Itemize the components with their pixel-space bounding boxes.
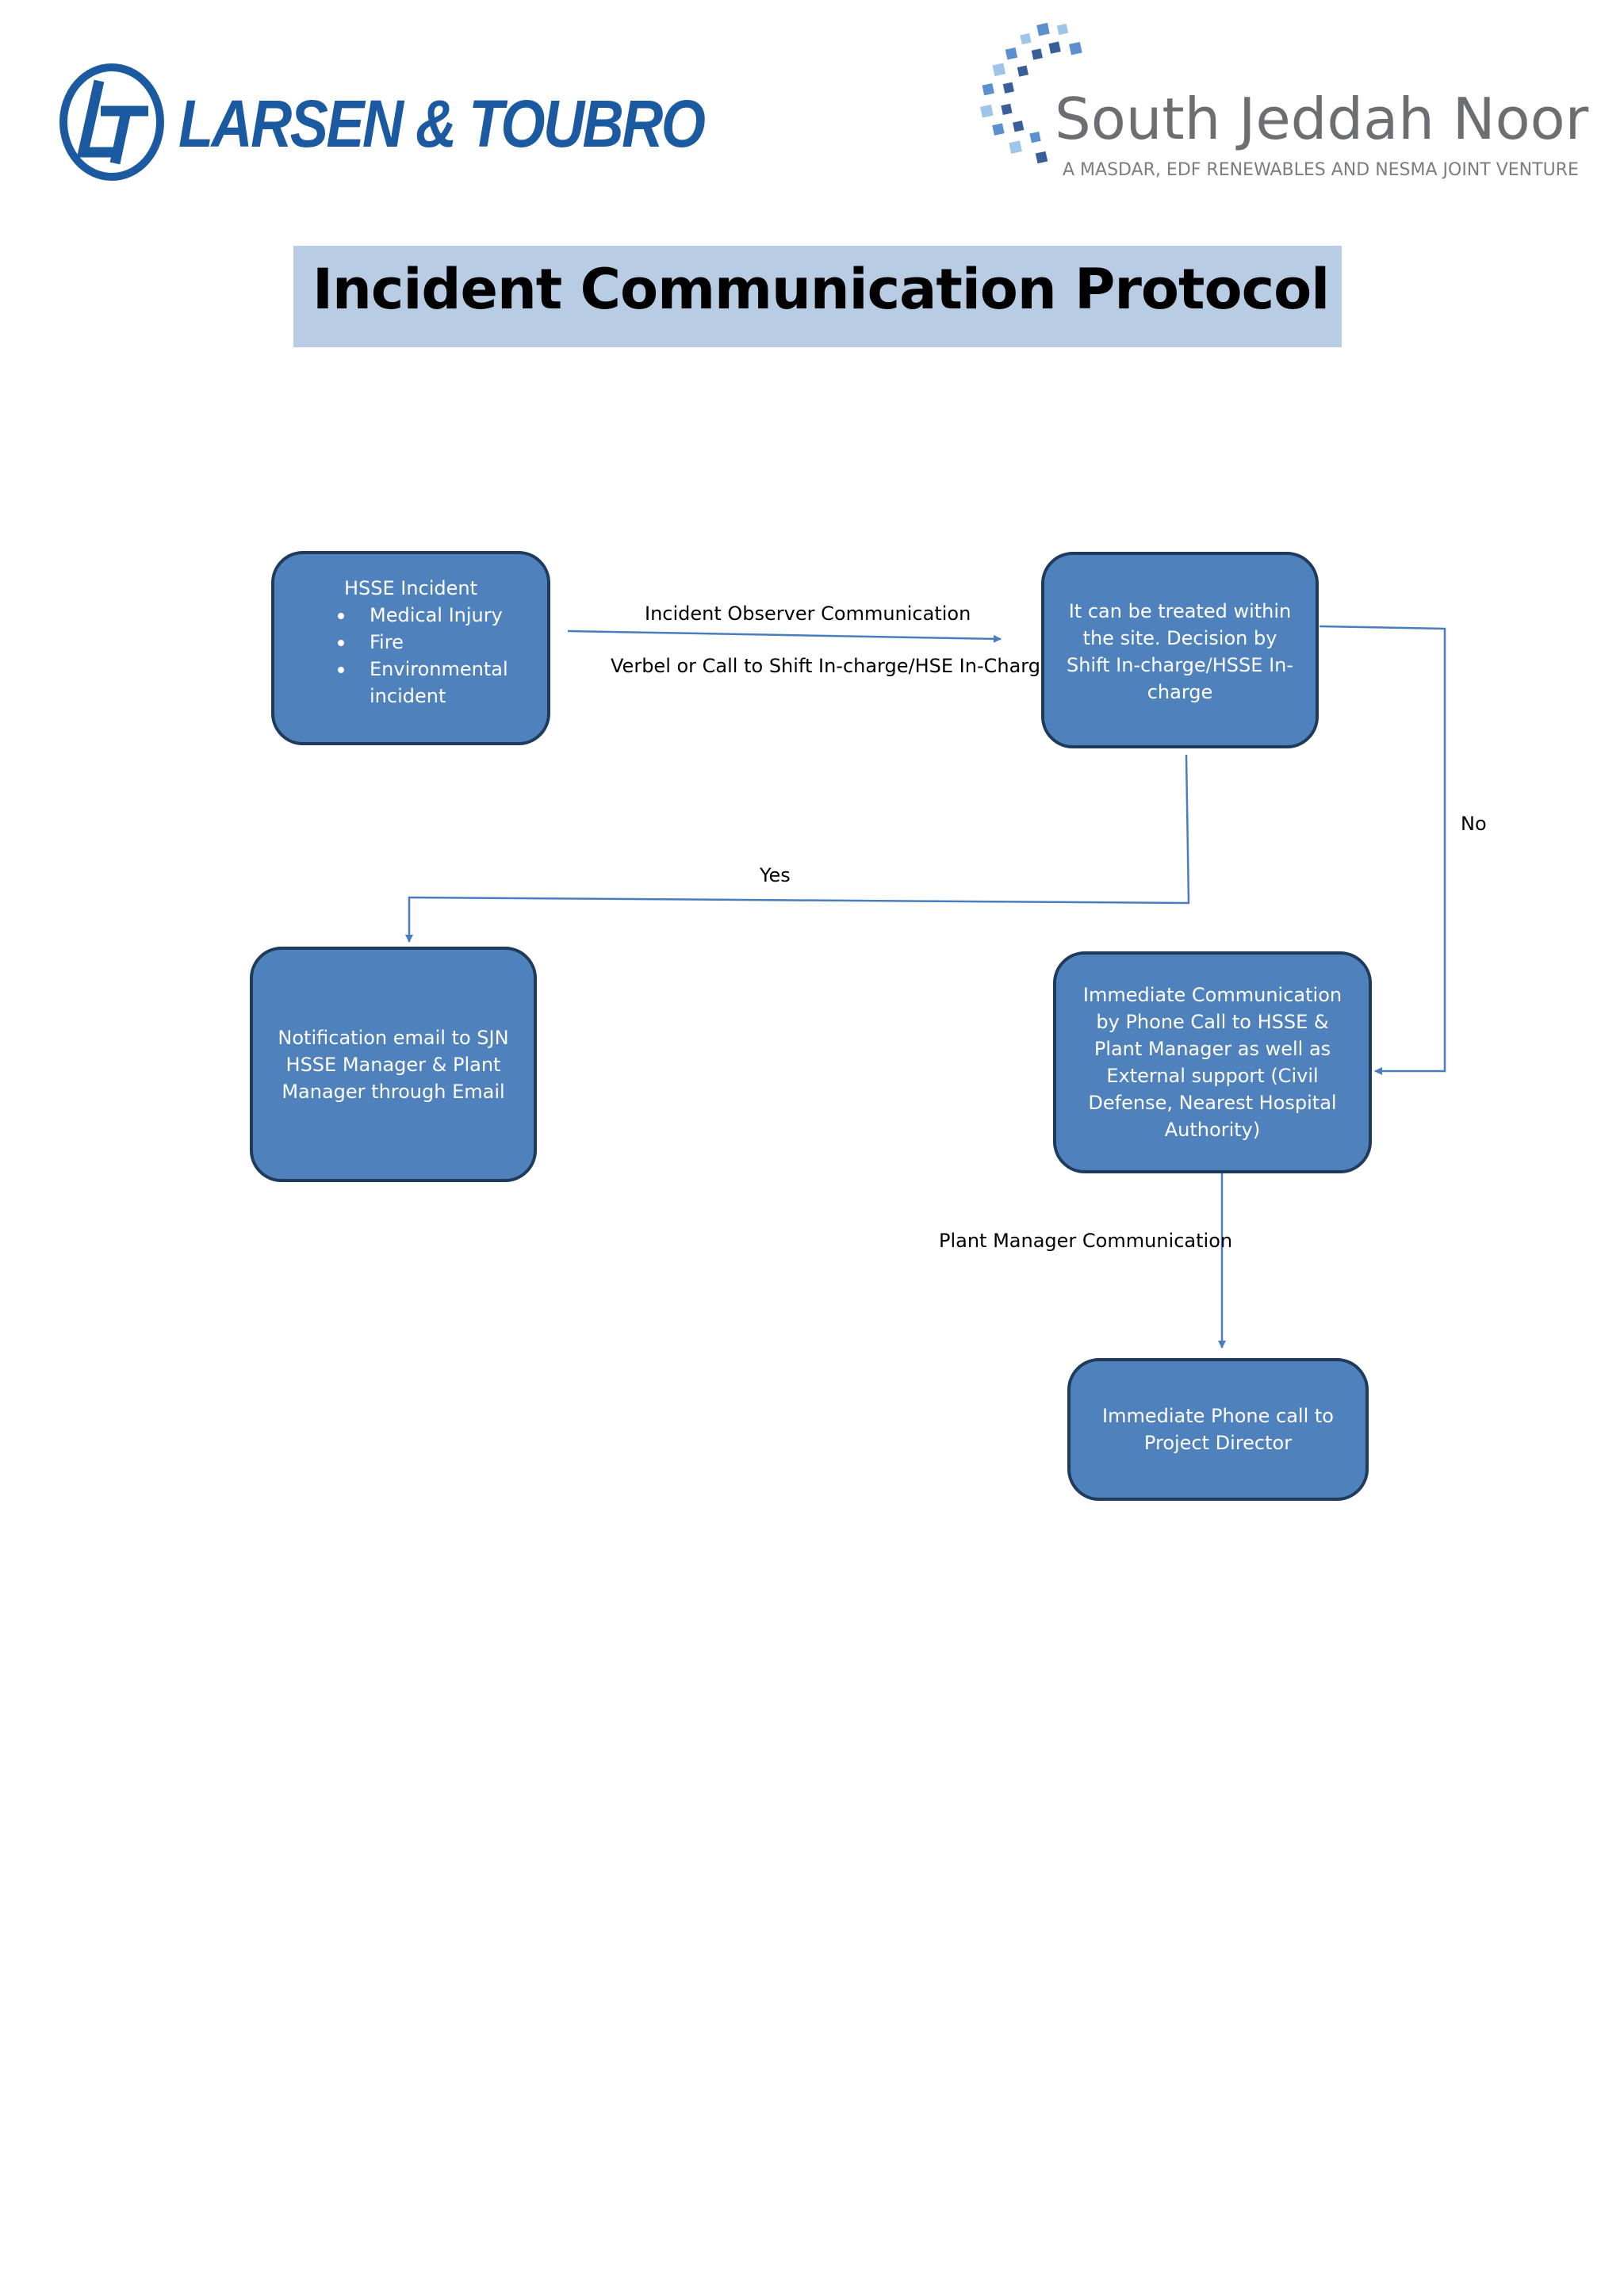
sjn-mosaic-icon bbox=[980, 22, 1082, 164]
edge-label-observer: Incident Observer Communication bbox=[645, 603, 971, 625]
title-banner: Incident Communication Protocol bbox=[293, 246, 1342, 347]
arrow-incident-to-treat bbox=[567, 629, 1002, 643]
node-notification-email-text: Notification email to SJN HSSE Manager &… bbox=[278, 1026, 509, 1103]
edge-label-plant-manager: Plant Manager Communication bbox=[939, 1230, 1233, 1252]
incident-type-item: Fire bbox=[338, 629, 547, 656]
node-hsse-incident-heading: HSSE Incident bbox=[343, 577, 478, 599]
node-hsse-incident: HSSE Incident Medical Injury Fire Enviro… bbox=[271, 551, 550, 745]
arrow-yes-to-notify bbox=[405, 754, 1190, 943]
sjn-wordmark: South Jeddah Noor bbox=[1055, 86, 1589, 152]
lt-logo-icon bbox=[59, 63, 164, 181]
node-project-director-call: Immediate Phone call to Project Director bbox=[1067, 1358, 1369, 1501]
edge-label-verbel: Verbel or Call to Shift In-charge/HSE In… bbox=[611, 655, 1052, 677]
lt-wordmark: LARSEN & TOUBRO bbox=[178, 86, 706, 161]
edge-label-yes: Yes bbox=[760, 864, 791, 886]
incident-type-item: Environmental incident bbox=[338, 656, 547, 710]
node-notification-email: Notification email to SJN HSSE Manager &… bbox=[250, 947, 537, 1182]
incident-type-list: Medical Injury Fire Environmental incide… bbox=[274, 602, 547, 710]
node-immediate-communication: Immediate Communication by Phone Call to… bbox=[1053, 951, 1372, 1173]
node-project-director-call-text: Immediate Phone call to Project Director bbox=[1102, 1405, 1334, 1454]
larsen-toubro-logo: LARSEN & TOUBRO bbox=[59, 63, 706, 182]
incident-type-item: Medical Injury bbox=[338, 602, 547, 629]
south-jeddah-noor-logo: South Jeddah Noor A MASDAR, EDF RENEWABL… bbox=[975, 20, 1588, 180]
node-treat-within-site-text: It can be treated within the site. Decis… bbox=[1066, 600, 1294, 703]
page-title: Incident Communication Protocol bbox=[312, 257, 1330, 322]
node-treat-within-site: It can be treated within the site. Decis… bbox=[1041, 552, 1319, 748]
sjn-tagline: A MASDAR, EDF RENEWABLES AND NESMA JOINT… bbox=[1063, 160, 1579, 180]
node-immediate-communication-text: Immediate Communication by Phone Call to… bbox=[1082, 984, 1342, 1141]
edge-label-no: No bbox=[1461, 813, 1487, 835]
